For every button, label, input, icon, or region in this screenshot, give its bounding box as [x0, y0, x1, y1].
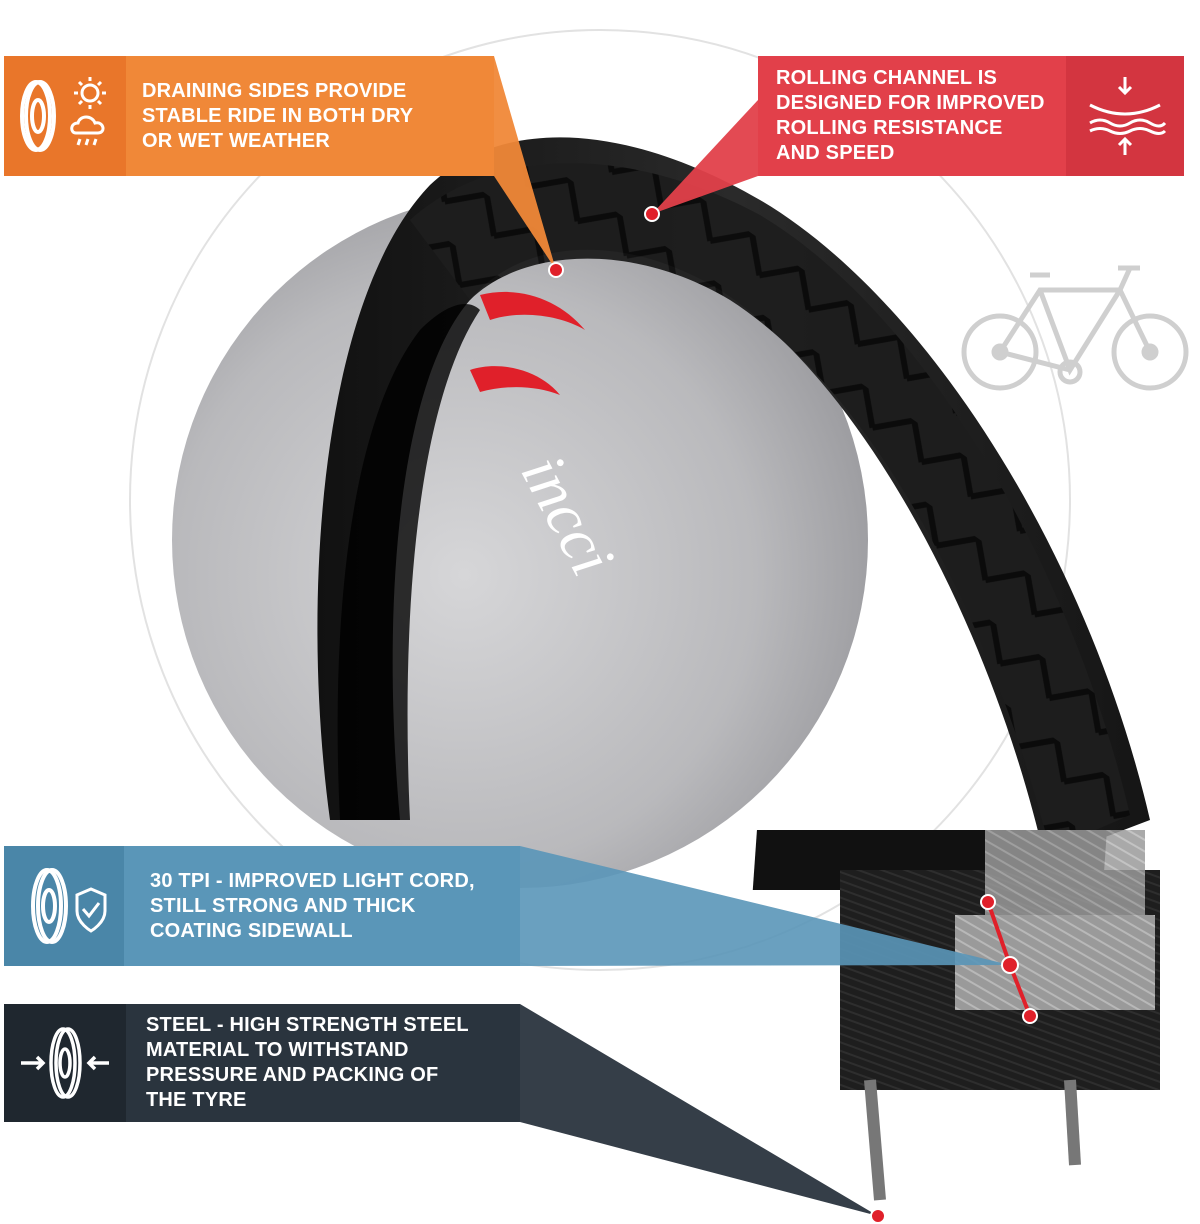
callout-rolling-line-1: ROLLING CHANNEL IS: [776, 67, 998, 89]
callout-draining: DRAINING SIDES PROVIDE STABLE RIDE IN BO…: [4, 56, 494, 176]
callout-rolling-line-4: AND SPEED: [776, 142, 895, 164]
callout-steel-line-2: MATERIAL TO WITHSTAND: [146, 1039, 409, 1061]
steel-bead-right: [1064, 1079, 1081, 1166]
rain-cloud-icon: [70, 115, 105, 146]
brand-swoosh: [480, 291, 585, 330]
marker-steel: [870, 1208, 886, 1224]
steel-pointer: [520, 1004, 878, 1216]
callout-cord-text: 30 TPI - IMPROVED LIGHT CORD, STILL STRO…: [124, 846, 520, 966]
marker-cord: [1001, 956, 1019, 974]
callout-cord-line-1: 30 TPI - IMPROVED LIGHT CORD,: [150, 869, 475, 892]
callout-rolling-icons: [1066, 56, 1184, 176]
steel-bead-left: [864, 1079, 886, 1201]
callout-rolling-line-3: ROLLING RESISTANCE: [776, 117, 1003, 139]
callout-draining-text: DRAINING SIDES PROVIDE STABLE RIDE IN BO…: [126, 56, 494, 176]
callout-steel-icons: [4, 1004, 126, 1122]
bicycle-icon: [961, 265, 1189, 391]
callout-steel-line-1: STEEL - HIGH STRENGTH STEEL: [146, 1014, 469, 1036]
cord-pointer: [520, 846, 1010, 966]
tyre-tread: [410, 163, 1130, 850]
rolling-surface-icon: [1089, 77, 1167, 155]
callout-cord-line-3: COATING SIDEWALL: [150, 919, 353, 942]
outer-ring: [129, 29, 1071, 971]
tyre-icon: [20, 80, 56, 152]
callout-cord-line-2: STILL STRONG AND THICK: [150, 894, 416, 917]
marker-inner: [1022, 1008, 1038, 1024]
draining-pointer: [494, 56, 556, 270]
marker-group: [548, 206, 1038, 1224]
callout-steel-line-4: THE TYRE: [146, 1089, 247, 1111]
callout-cord-icons: [4, 846, 124, 966]
callout-steel-text: STEEL - HIGH STRENGTH STEEL MATERIAL TO …: [126, 1004, 520, 1122]
tyre-shield-icon: [31, 868, 107, 944]
callout-draining-icons: [4, 56, 126, 176]
callout-draining-line-1: DRAINING SIDES PROVIDE: [142, 79, 407, 102]
callout-rolling: ROLLING CHANNEL IS DESIGNED FOR IMPROVED…: [758, 56, 1184, 176]
callout-draining-line-3: OR WET WEATHER: [142, 129, 330, 152]
callout-rolling-line-2: DESIGNED FOR IMPROVED: [776, 92, 1045, 114]
sun-icon: [74, 77, 106, 109]
callout-steel-line-3: PRESSURE AND PACKING OF: [146, 1064, 439, 1086]
marker-draining: [548, 262, 564, 278]
marker-casing: [980, 894, 996, 910]
callout-cord: 30 TPI - IMPROVED LIGHT CORD, STILL STRO…: [4, 846, 520, 966]
callout-draining-line-2: STABLE RIDE IN BOTH DRY: [142, 104, 414, 127]
callout-rolling-text: ROLLING CHANNEL IS DESIGNED FOR IMPROVED…: [758, 56, 1066, 176]
compressed-tyre-icon: [21, 1027, 109, 1099]
marker-rolling: [644, 206, 660, 222]
callout-steel: STEEL - HIGH STRENGTH STEEL MATERIAL TO …: [4, 1004, 520, 1122]
rolling-pointer: [652, 100, 758, 214]
